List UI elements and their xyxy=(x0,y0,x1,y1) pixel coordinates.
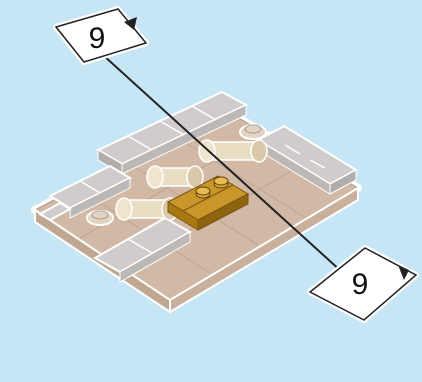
stud-round-left xyxy=(86,210,114,226)
step-number-bottom: 9 xyxy=(352,268,369,301)
leader-line xyxy=(102,54,343,273)
cylinder-brick-middle xyxy=(146,165,204,189)
cylinder-brick-left xyxy=(115,197,179,221)
left-wall xyxy=(37,164,133,222)
page-corner-icon xyxy=(124,17,137,30)
back-left-wall xyxy=(95,90,249,175)
stud-round-back xyxy=(239,124,267,140)
step-card-top: 9 xyxy=(53,6,149,65)
step-card-bottom: 9 xyxy=(307,245,419,323)
right-wall xyxy=(255,124,359,195)
step-number-top: 9 xyxy=(89,22,106,55)
front-wall xyxy=(92,216,193,283)
gold-plate-piece xyxy=(166,175,250,231)
cylinder-brick-right xyxy=(198,139,268,163)
page-corner-icon xyxy=(398,265,409,280)
stud xyxy=(213,176,229,189)
stud xyxy=(195,186,211,199)
